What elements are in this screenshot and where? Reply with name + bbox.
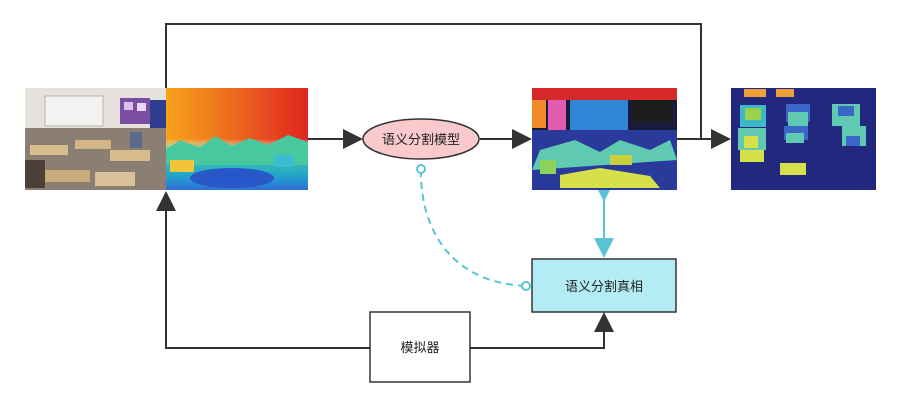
arrow-simulator-to-input [156, 191, 370, 349]
dashed-link-endpoint-right [521, 281, 531, 291]
depth-map-image [166, 88, 308, 190]
arrow-simulator-to-ground-truth [470, 312, 614, 349]
filtered-output-image [731, 88, 876, 190]
rgb-classroom-image [25, 88, 166, 190]
model-label: 语义分割模型 [382, 132, 460, 148]
dashed-link-endpoint-top [416, 164, 426, 174]
top-feedback-line [165, 23, 702, 139]
segmentation-output-image [532, 88, 677, 190]
simulator-label: 模拟器 [400, 341, 439, 356]
ground-truth-label: 语义分割真相 [565, 279, 643, 295]
semantic-segmentation-model-node [362, 118, 480, 160]
simulator-node [369, 311, 471, 383]
semantic-segmentation-ground-truth-node [531, 258, 677, 313]
dashed-link-model-ground-truth [419, 169, 527, 287]
